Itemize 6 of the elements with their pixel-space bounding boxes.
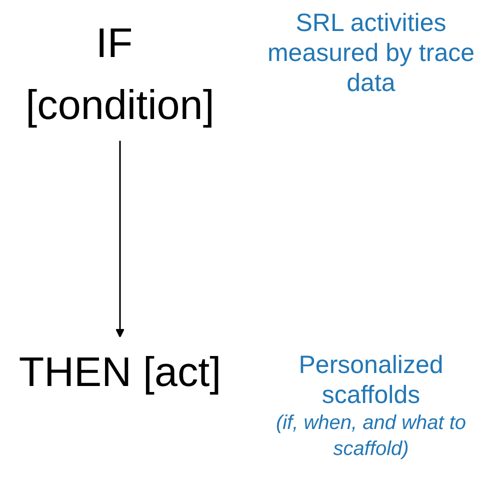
node-text: IF [condition]	[26, 20, 214, 128]
arrow	[115, 140, 125, 338]
annotation-note: (if, when, and what to scaffold)	[274, 411, 468, 462]
annotation-text: SRL activities measured by trace data	[266, 8, 476, 98]
node-text: THEN [act]	[18, 350, 222, 396]
annotation-text: Personalized scaffolds	[298, 350, 444, 410]
